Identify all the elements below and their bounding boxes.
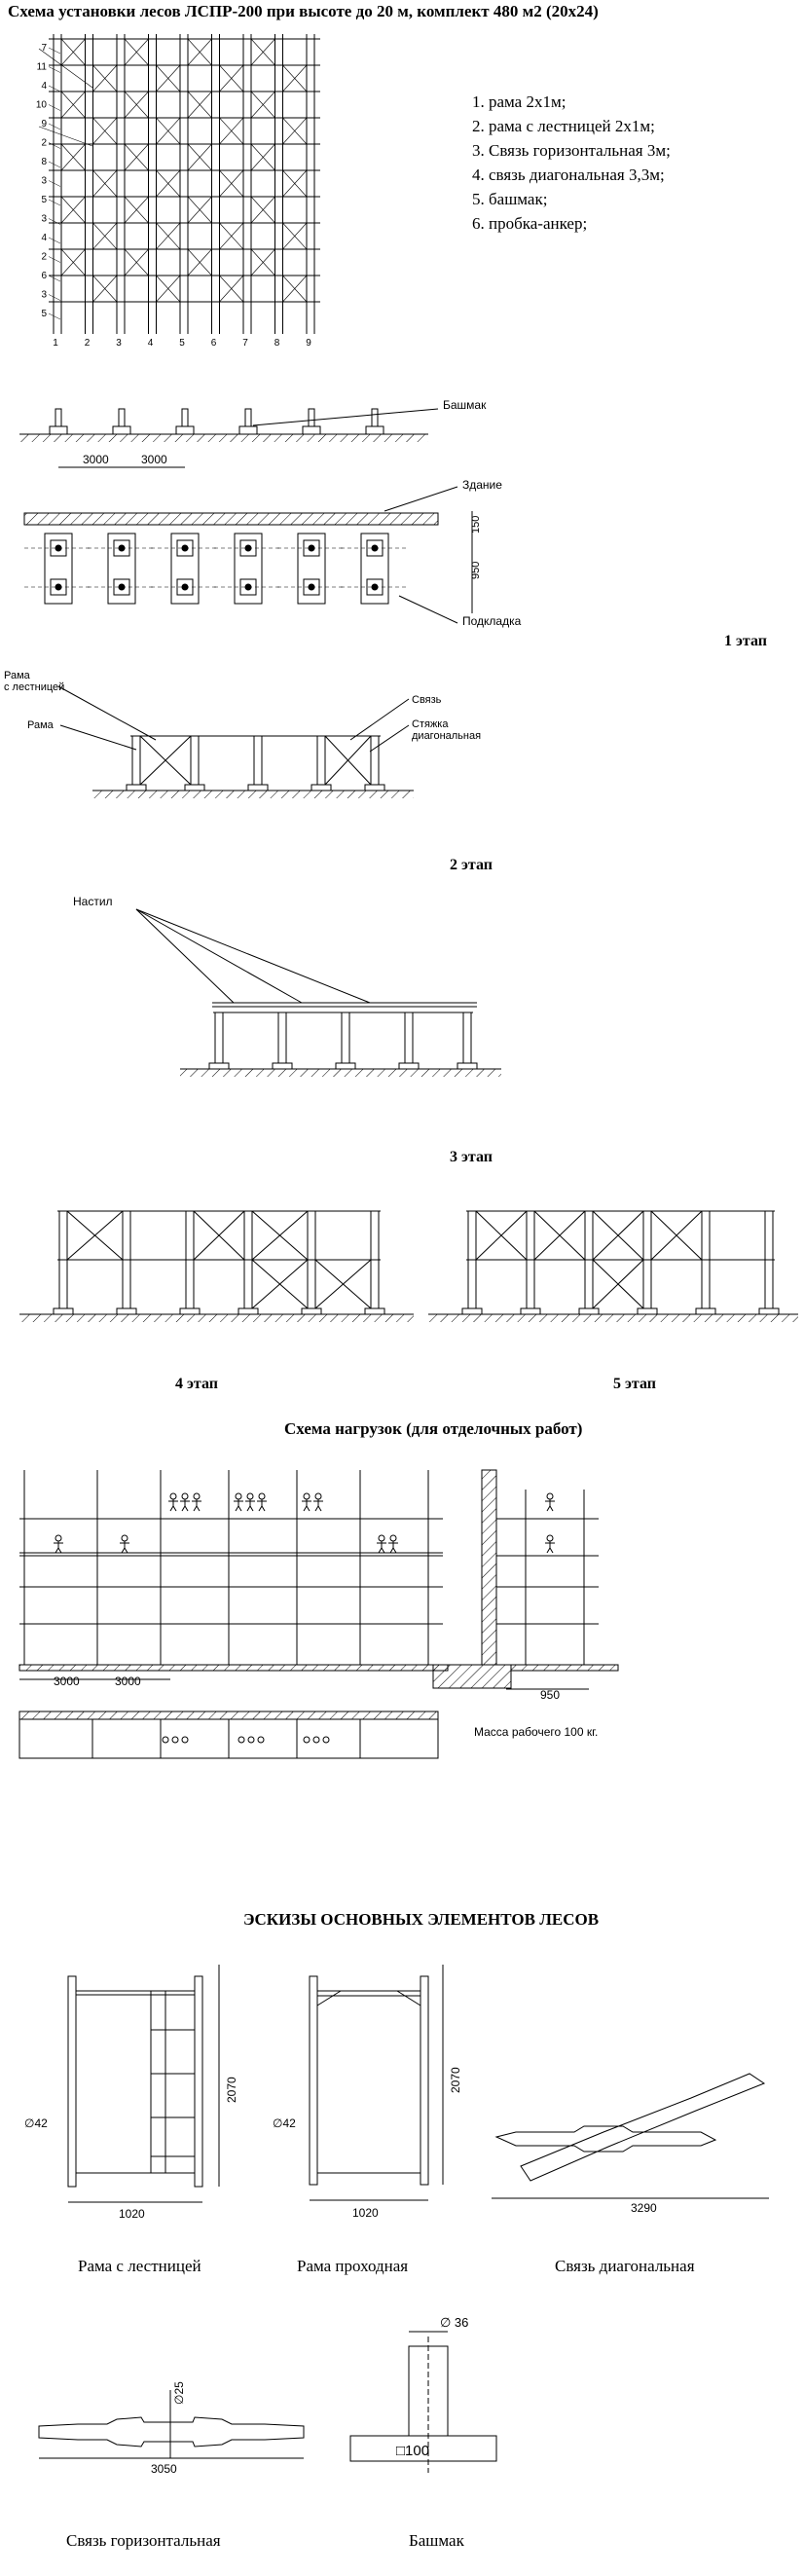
elevation-side-label: 2: [41, 138, 47, 149]
legend-item: 6. пробка-анкер;: [472, 214, 588, 233]
legend-item: 4. связь диагональная 3,3м;: [472, 166, 665, 184]
dim-150: 150: [470, 516, 482, 534]
label-nastil: Настил: [73, 895, 113, 908]
elevation-bottom-label: 6: [211, 338, 217, 349]
elevation-side-label: 3: [41, 176, 47, 187]
plan-section: Башмак 3000 3000: [19, 398, 487, 468]
legend-item: 1. рама 2х1м;: [472, 92, 566, 111]
caption-bashmak: Башмак: [409, 2531, 464, 2550]
sketch-svyaz-goriz: [38, 2390, 305, 2459]
elevation-side-labels: 7 11 4 10 9 2 8 3 5 3 4 2 6 3 5: [36, 43, 61, 320]
sketch-bashmak: [349, 2331, 497, 2473]
label-bashmak: Башмак: [443, 398, 487, 412]
elevation-bottom-label: 4: [148, 338, 154, 349]
label-svyaz: Связь: [412, 694, 442, 706]
caption-svyaz-goriz: Связь горизонтальная: [66, 2531, 221, 2550]
elevation-bottom-label: 1: [53, 338, 58, 349]
loads-diagram: 3000 3000 950 Масса рабочего 100 кг.: [18, 1469, 619, 1759]
dim-3000: 3000: [54, 1674, 80, 1688]
dim-3000: 3000: [141, 453, 167, 466]
elevation-bottom-label: 3: [116, 338, 122, 349]
legend-item: 3. Связь горизонтальная 3м;: [472, 141, 671, 160]
dim-3290: 3290: [631, 2201, 657, 2215]
elevation-side-label: 2: [41, 252, 47, 263]
legend: 1. рама 2х1м; 2. рама с лестницей 2х1м; …: [472, 90, 671, 236]
caption-rama-lestn: Рама с лестницей: [78, 2257, 201, 2275]
stage-3-label: 3 этап: [450, 1149, 493, 1165]
dim-2070: 2070: [225, 2077, 238, 2103]
stage-2-label: 2 этап: [450, 857, 493, 873]
stage-2-drawing: Настил: [73, 895, 501, 1077]
elevation-side-label: 4: [41, 233, 47, 243]
stage-4-label: 4 этап: [175, 1376, 218, 1392]
elevation-bottom-labels: 1 2 3 4 5 6 7 8 9: [53, 338, 311, 349]
elevation-bottom-label: 7: [242, 338, 248, 349]
elevation-side-label: 6: [41, 271, 47, 281]
elevation-side-label: 9: [41, 119, 47, 129]
label-zdanie: Здание: [462, 478, 502, 492]
stage-4-drawing: [19, 1210, 414, 1322]
dim-sq100: □100: [396, 2443, 429, 2459]
dim-2070: 2070: [449, 2067, 462, 2093]
label-podkladka: Подкладка: [462, 614, 522, 628]
elevation-side-label: 10: [36, 100, 48, 111]
legend-item: 5. башмак;: [472, 190, 548, 208]
sketch-svyaz-diag: [492, 2073, 769, 2199]
dim-d42: ∅42: [24, 2116, 48, 2130]
elevation-bottom-label: 9: [306, 338, 311, 349]
dim-3050: 3050: [151, 2462, 177, 2476]
dim-3000: 3000: [115, 1674, 141, 1688]
mass-label: Масса рабочего 100 кг.: [474, 1725, 598, 1739]
sketch-rama-lestn: [67, 1965, 220, 2203]
dim-d25: ∅25: [172, 2381, 186, 2405]
elevation-side-label: 4: [41, 81, 47, 92]
label-rama: Рама: [27, 719, 55, 731]
elevation-side-label: 5: [41, 309, 47, 319]
elevation-side-label: 11: [37, 62, 48, 73]
loads-title: Схема нагрузок (для отделочных работ): [284, 1419, 583, 1438]
page-title: Схема установки лесов ЛСПР-200 при высот…: [8, 2, 599, 20]
stage-1-label: 1 этап: [724, 633, 767, 649]
caption-rama-prohod: Рама проходная: [297, 2257, 409, 2275]
dim-d36: ∅ 36: [440, 2315, 468, 2330]
caption-svyaz-diag: Связь диагональная: [555, 2257, 695, 2275]
elevation-side-label: 8: [41, 157, 47, 167]
dim-3000: 3000: [83, 453, 109, 466]
dim-950: 950: [470, 562, 482, 579]
elevation-side-label: 5: [41, 195, 47, 205]
dim-1020: 1020: [119, 2207, 145, 2221]
plan-view: Здание 150 950 Подкладка: [23, 478, 522, 628]
elevation-bottom-label: 2: [85, 338, 91, 349]
legend-item: 2. рама с лестницей 2х1м;: [472, 117, 655, 135]
elevation-side-label: 3: [41, 214, 47, 225]
elevation-bottom-label: 5: [179, 338, 185, 349]
dim-950: 950: [540, 1688, 560, 1702]
scaffold-elevation: [38, 34, 320, 334]
elevation-side-label: 3: [41, 290, 47, 301]
sketch-rama-prohod: [309, 1965, 444, 2201]
dim-d42: ∅42: [273, 2116, 296, 2130]
elevation-bottom-label: 8: [274, 338, 280, 349]
elevation-side-label: 7: [41, 43, 47, 54]
sketches-title: ЭСКИЗЫ ОСНОВНЫХ ЭЛЕМЕНТОВ ЛЕСОВ: [243, 1910, 600, 1929]
stage-5-label: 5 этап: [613, 1376, 656, 1392]
stage-5-drawing: [428, 1210, 798, 1322]
dim-1020: 1020: [352, 2206, 379, 2220]
